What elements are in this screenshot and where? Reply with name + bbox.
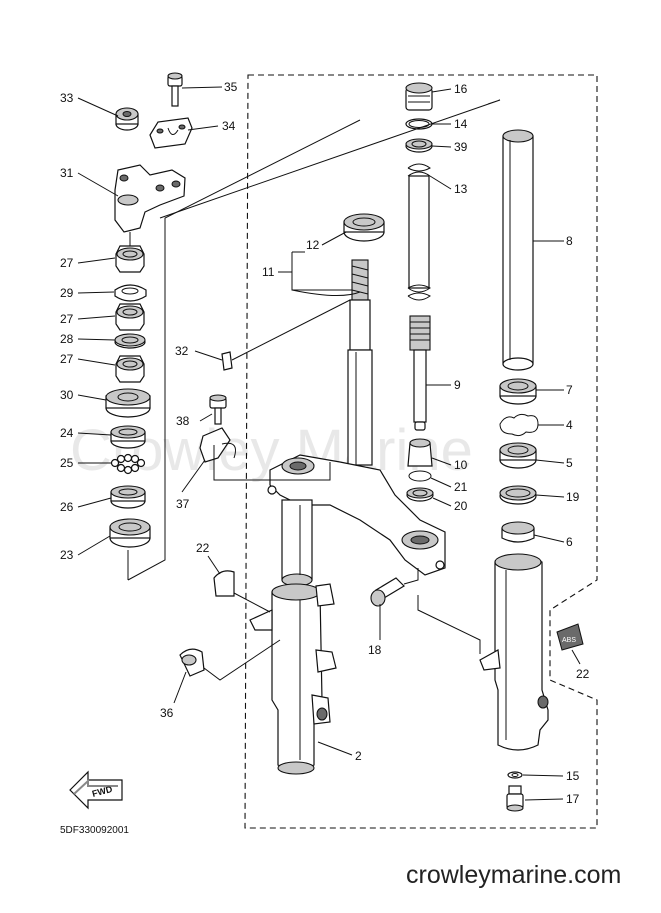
part-14-o-ring — [405, 118, 433, 130]
callout-22-right: 22 — [576, 667, 590, 681]
fwd-arrow-icon: FWD — [69, 770, 123, 810]
callout-9: 9 — [454, 378, 461, 392]
part-27-ring-nut-c — [115, 355, 145, 383]
callout-18: 18 — [368, 643, 382, 657]
callout-38: 38 — [176, 414, 190, 428]
part-39-spacer — [405, 138, 433, 153]
part-35-bolt — [167, 72, 183, 107]
part-13-fork-spring — [407, 163, 431, 301]
callout-20: 20 — [454, 499, 468, 513]
part-32-plug — [221, 351, 233, 371]
callout-5: 5 — [566, 456, 573, 470]
part-12-seal-cap — [343, 213, 385, 242]
part-7-dust-seal — [499, 378, 537, 405]
part-20-washer — [406, 487, 434, 502]
callout-27-c: 27 — [60, 352, 74, 366]
callout-11: 11 — [262, 265, 275, 279]
part-2-right-outer-tube — [479, 553, 549, 751]
part-5-oil-seal — [499, 442, 537, 469]
left-fork-tube — [281, 499, 313, 587]
callout-15: 15 — [566, 769, 580, 783]
part-17-bolt — [506, 785, 524, 812]
part-22-cable-clip-left — [213, 570, 235, 597]
callout-27-a: 27 — [60, 256, 74, 270]
callout-4: 4 — [566, 418, 573, 432]
callout-22-left: 22 — [196, 541, 210, 555]
part-36-hose-clamp — [179, 648, 205, 677]
part-4-stopper-ring — [499, 413, 539, 437]
part-31-handlebar-holder — [114, 164, 186, 233]
part-38-bolt — [209, 394, 227, 425]
part-18-pinch-bolt — [370, 577, 405, 607]
part-9-damper-rod — [409, 315, 431, 431]
callout-37: 37 — [176, 497, 190, 511]
part-16-cap-bolt — [405, 82, 433, 111]
part-30-cover — [105, 388, 151, 418]
callout-14: 14 — [454, 117, 468, 131]
callout-35: 35 — [224, 80, 238, 94]
callout-7: 7 — [566, 383, 573, 397]
part-21-circlip — [408, 470, 432, 482]
part-28-washer — [114, 333, 146, 349]
callout-labels: 33 35 34 31 27 29 27 28 27 30 24 25 26 2… — [60, 80, 590, 806]
part-22-abs-clip-right: ABS — [556, 623, 584, 651]
callout-25: 25 — [60, 456, 74, 470]
callout-33: 33 — [60, 91, 74, 105]
part-2-lower-bracket — [267, 454, 446, 576]
part-15-washer — [507, 771, 523, 779]
part-26-bearing-race — [110, 485, 146, 509]
callout-26: 26 — [60, 500, 74, 514]
callout-32: 32 — [175, 344, 189, 358]
callout-30: 30 — [60, 388, 74, 402]
callout-6: 6 — [566, 535, 573, 549]
callout-29: 29 — [60, 286, 74, 300]
part-8-inner-tube — [502, 129, 534, 371]
website-footer[interactable]: crowleymarine.com — [406, 861, 621, 889]
part-29-lock-washer — [114, 284, 147, 302]
callout-17: 17 — [566, 792, 580, 806]
part-34-clamp — [149, 117, 193, 149]
part-27-ring-nut-a — [115, 245, 145, 273]
part-37-cable-guide — [199, 427, 236, 463]
callout-21: 21 — [454, 480, 468, 494]
part-25-ball-bearings — [110, 453, 146, 475]
callout-27-b: 27 — [60, 312, 74, 326]
part-23-seal — [109, 518, 151, 548]
assembly-boundary — [244, 74, 598, 829]
callout-8: 8 — [566, 234, 573, 248]
part-2-left-outer-tube — [249, 583, 337, 775]
callout-10: 10 — [454, 458, 468, 472]
callout-2: 2 — [355, 749, 362, 763]
callout-24: 24 — [60, 426, 74, 440]
callout-19: 19 — [566, 490, 580, 504]
part-24-bearing-race — [110, 425, 146, 449]
callout-23: 23 — [60, 548, 74, 562]
callout-36: 36 — [160, 706, 174, 720]
part-6-slide-bushing — [501, 521, 535, 543]
callout-13: 13 — [454, 182, 468, 196]
part-11-steering-stem — [347, 259, 373, 466]
callout-12: 12 — [306, 238, 320, 252]
callout-31: 31 — [60, 166, 74, 180]
abs-label: ABS — [562, 637, 576, 644]
callout-28: 28 — [60, 332, 74, 346]
leader-lines — [77, 86, 581, 801]
callout-16: 16 — [454, 82, 468, 96]
callout-39: 39 — [454, 140, 468, 154]
drawing-code: 5DF330092001 — [60, 825, 129, 836]
part-27-ring-nut-b — [115, 303, 145, 331]
part-33-nut — [115, 107, 139, 131]
part-10-oil-lock-piece — [407, 438, 433, 467]
callout-34: 34 — [222, 119, 236, 133]
stack-guide-line — [127, 119, 361, 581]
part-19-washer — [499, 485, 537, 505]
